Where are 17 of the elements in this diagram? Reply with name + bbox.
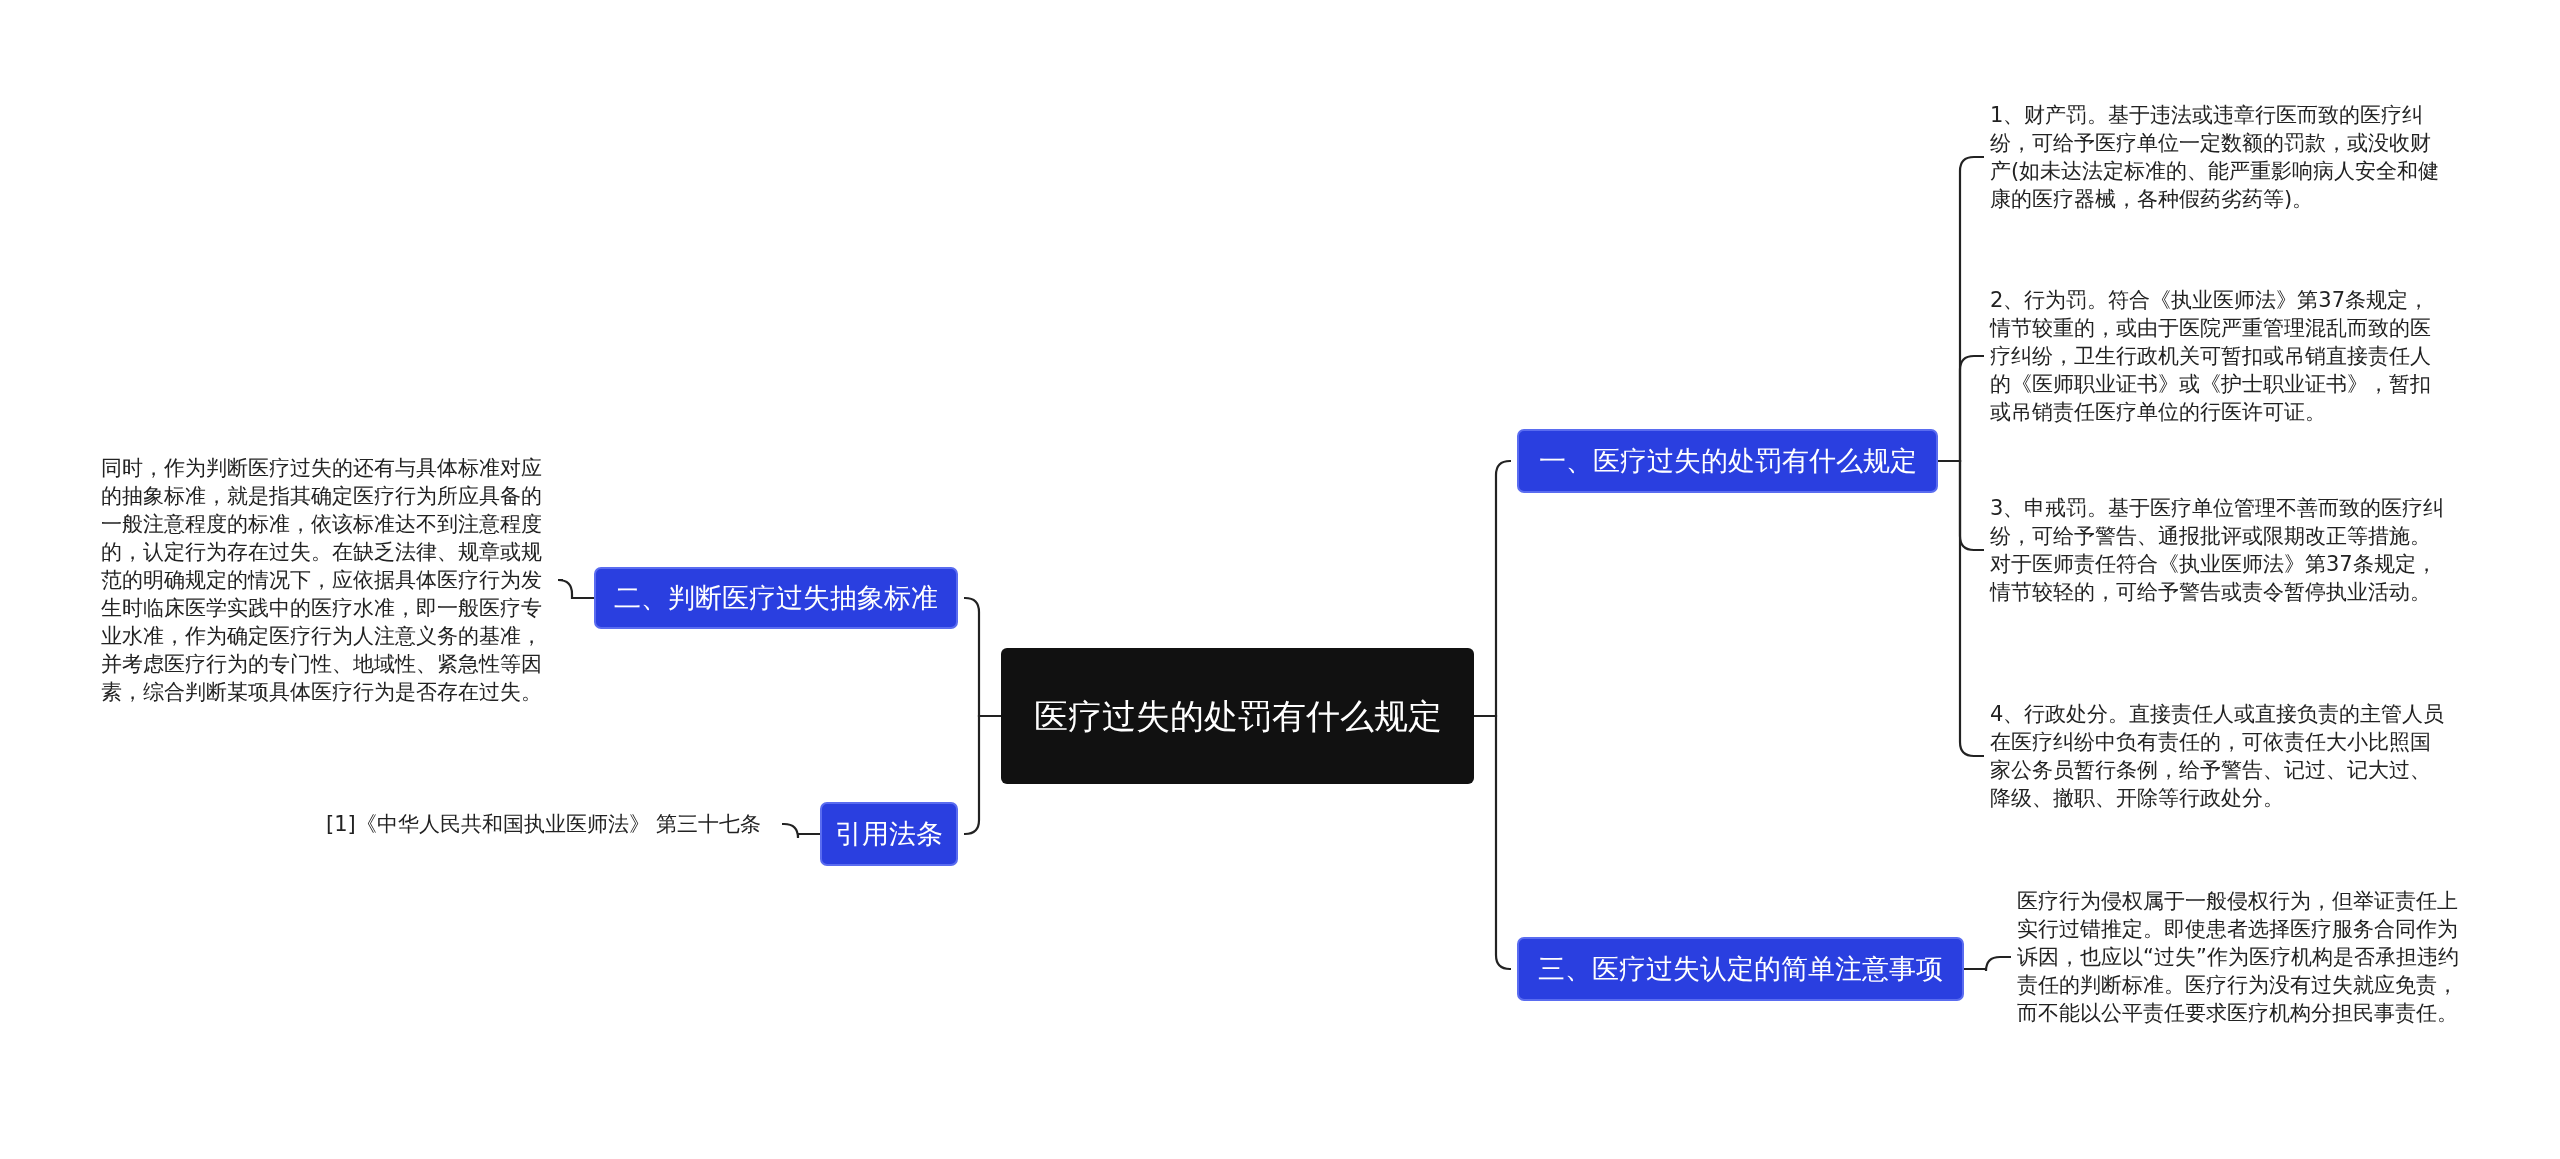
topic-box: 二、判断医疗过失抽象标准	[594, 567, 958, 629]
topic-box: 三、医疗过失认定的简单注意事项	[1517, 937, 1964, 1001]
connector-line	[782, 822, 820, 840]
topic-box: 一、医疗过失的处罚有什么规定	[1517, 429, 1938, 493]
note-text: 4、行政处分。直接责任人或直接负责的主管人员在医疗纠纷中负有责任的，可依责任大小比照国家公务员暂行条例，给予警告、记过、记大过、降级、撤职、开除等行政处分。	[1990, 700, 2450, 812]
note-text: [1]《中华人民共和国执业医师法》 第三十七条	[326, 810, 776, 838]
connector-line	[1964, 955, 2011, 973]
connector-line	[1474, 714, 1512, 971]
note-text: 1、财产罚。基于违法或违章行医而致的医疗纠纷，可给予医疗单位一定数额的罚款，或没收财产(如未达法定标准的、能严重影响病人安全和健康的医疗器械，各种假药劣药等)。	[1990, 101, 2450, 213]
note-text: 3、申戒罚。基于医疗单位管理不善而致的医疗纠纷，可给予警告、通报批评或限期改正等措施。对于医师责任符合《执业医师法》第37条规定，情节较轻的，可给予警告或责令暂停执业活动。	[1990, 494, 2450, 606]
central-topic-box: 医疗过失的处罚有什么规定	[1001, 648, 1474, 784]
note-text: 医疗行为侵权属于一般侵权行为，但举证责任上实行过错推定。即使患者选择医疗服务合同作为诉因，也应以“过失”作为医疗机构是否承担违约责任的判断标准。医疗行为没有过失就应免责，而不能以公平责任要求医疗机构分担民事责任。	[2017, 887, 2462, 1027]
note-text: 2、行为罚。符合《执业医师法》第37条规定，情节较重的，或由于医院严重管理混乱而致的医疗纠纷，卫生行政机关可暂扣或吊销直接责任人的《医师职业证书》或《护士职业证书》，暂扣或吊销责任医疗单位的行医许可证。	[1990, 286, 2450, 426]
connector-line	[556, 578, 594, 600]
topic-box: 引用法条	[820, 802, 958, 866]
note-text: 同时，作为判断医疗过失的还有与具体标准对应的抽象标准，就是指其确定医疗行为所应具备的一般注意程度的标准，依该标准达不到注意程度的，认定行为存在过失。在缺乏法律、规章或规范的明确规定的情况下，应依据具体医疗行为发生时临床医学实践中的医疗水准，即一般医疗专业水准，作为确定医疗行为人注意义务的基准，并考虑医疗行为的专门性、地域性、紧急性等因素，综合判断某项具体医疗行为是否存在过失。	[101, 454, 557, 706]
connector-line	[963, 714, 1001, 836]
